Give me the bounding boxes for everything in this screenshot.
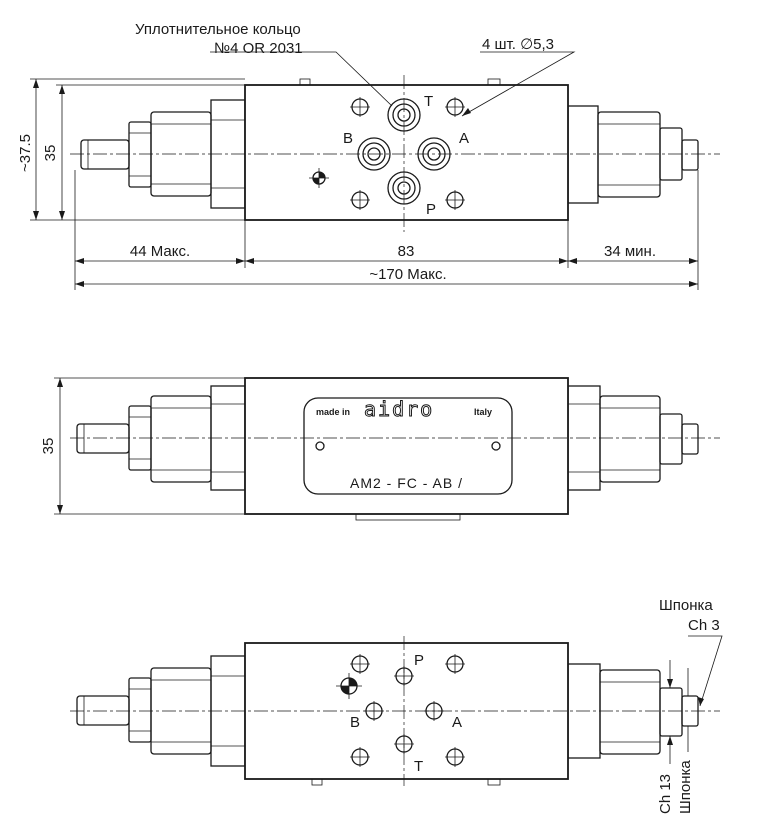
port-A-bottom	[424, 701, 444, 721]
dim-total: ~170 Макс.	[369, 266, 446, 283]
right-cap	[597, 111, 661, 198]
oring-label-line2: №4 OR 2031	[214, 40, 303, 57]
plate-made-in: made in	[316, 407, 350, 417]
mounting-holes-bottom	[350, 654, 465, 767]
port-label-T: T	[424, 93, 433, 110]
right-knob-tip	[681, 139, 699, 171]
plate-country: Italy	[474, 407, 492, 417]
key-label-side-word: Шпонка	[677, 760, 694, 814]
valve-body-middle	[244, 377, 569, 515]
dim-left: 44 Макс.	[130, 243, 190, 260]
oring-label-line1: Уплотнительное кольцо	[135, 21, 301, 38]
port-label-T-bottom: T	[414, 758, 423, 775]
port-B-bottom	[364, 701, 384, 721]
holes-label: 4 шт. ∅5,3	[482, 36, 554, 53]
port-label-B: B	[343, 130, 353, 147]
port-P-bottom	[394, 666, 414, 686]
port-label-B-bottom: B	[350, 714, 360, 731]
port-T	[387, 98, 421, 132]
key-label-top-line1: Шпонка	[659, 597, 713, 614]
plate-code: AM2 - FC - AB /	[350, 475, 463, 491]
key-label-top-line2: Ch 3	[688, 617, 720, 634]
key-label-side-ch: Ch 13	[657, 774, 674, 814]
right-hex	[567, 105, 599, 204]
valve-body-top	[244, 84, 569, 221]
port-label-A: A	[459, 130, 469, 147]
dim-center: 83	[398, 243, 415, 260]
mounting-holes-top	[350, 97, 465, 210]
bottom-view: P B A T Шпонка Ch 3 Ch 13 Шпонка	[70, 597, 723, 814]
port-P	[387, 171, 421, 205]
top-view: T B A P Уплотнительное кольцо №4 OR 2031…	[17, 21, 720, 290]
dim-right: 34 мин.	[604, 243, 656, 260]
port-T-bottom	[394, 734, 414, 754]
port-B	[357, 137, 391, 171]
plate-brand-logo: aidro	[364, 397, 434, 421]
dim-height-middle: 35	[40, 438, 57, 455]
port-label-P: P	[426, 201, 436, 218]
locating-pin-bottom	[336, 673, 362, 699]
dim-height-inner: 35	[42, 145, 59, 162]
name-plate	[303, 397, 513, 495]
port-A	[417, 137, 451, 171]
left-locknut	[128, 121, 152, 188]
locating-pin-top	[309, 168, 329, 188]
middle-view: made in aidro Italy AM2 - FC - AB / 35	[40, 377, 720, 521]
dim-height-outer: ~37.5	[17, 134, 34, 172]
port-label-P-bottom: P	[414, 652, 424, 669]
port-label-A-bottom: A	[452, 714, 462, 731]
